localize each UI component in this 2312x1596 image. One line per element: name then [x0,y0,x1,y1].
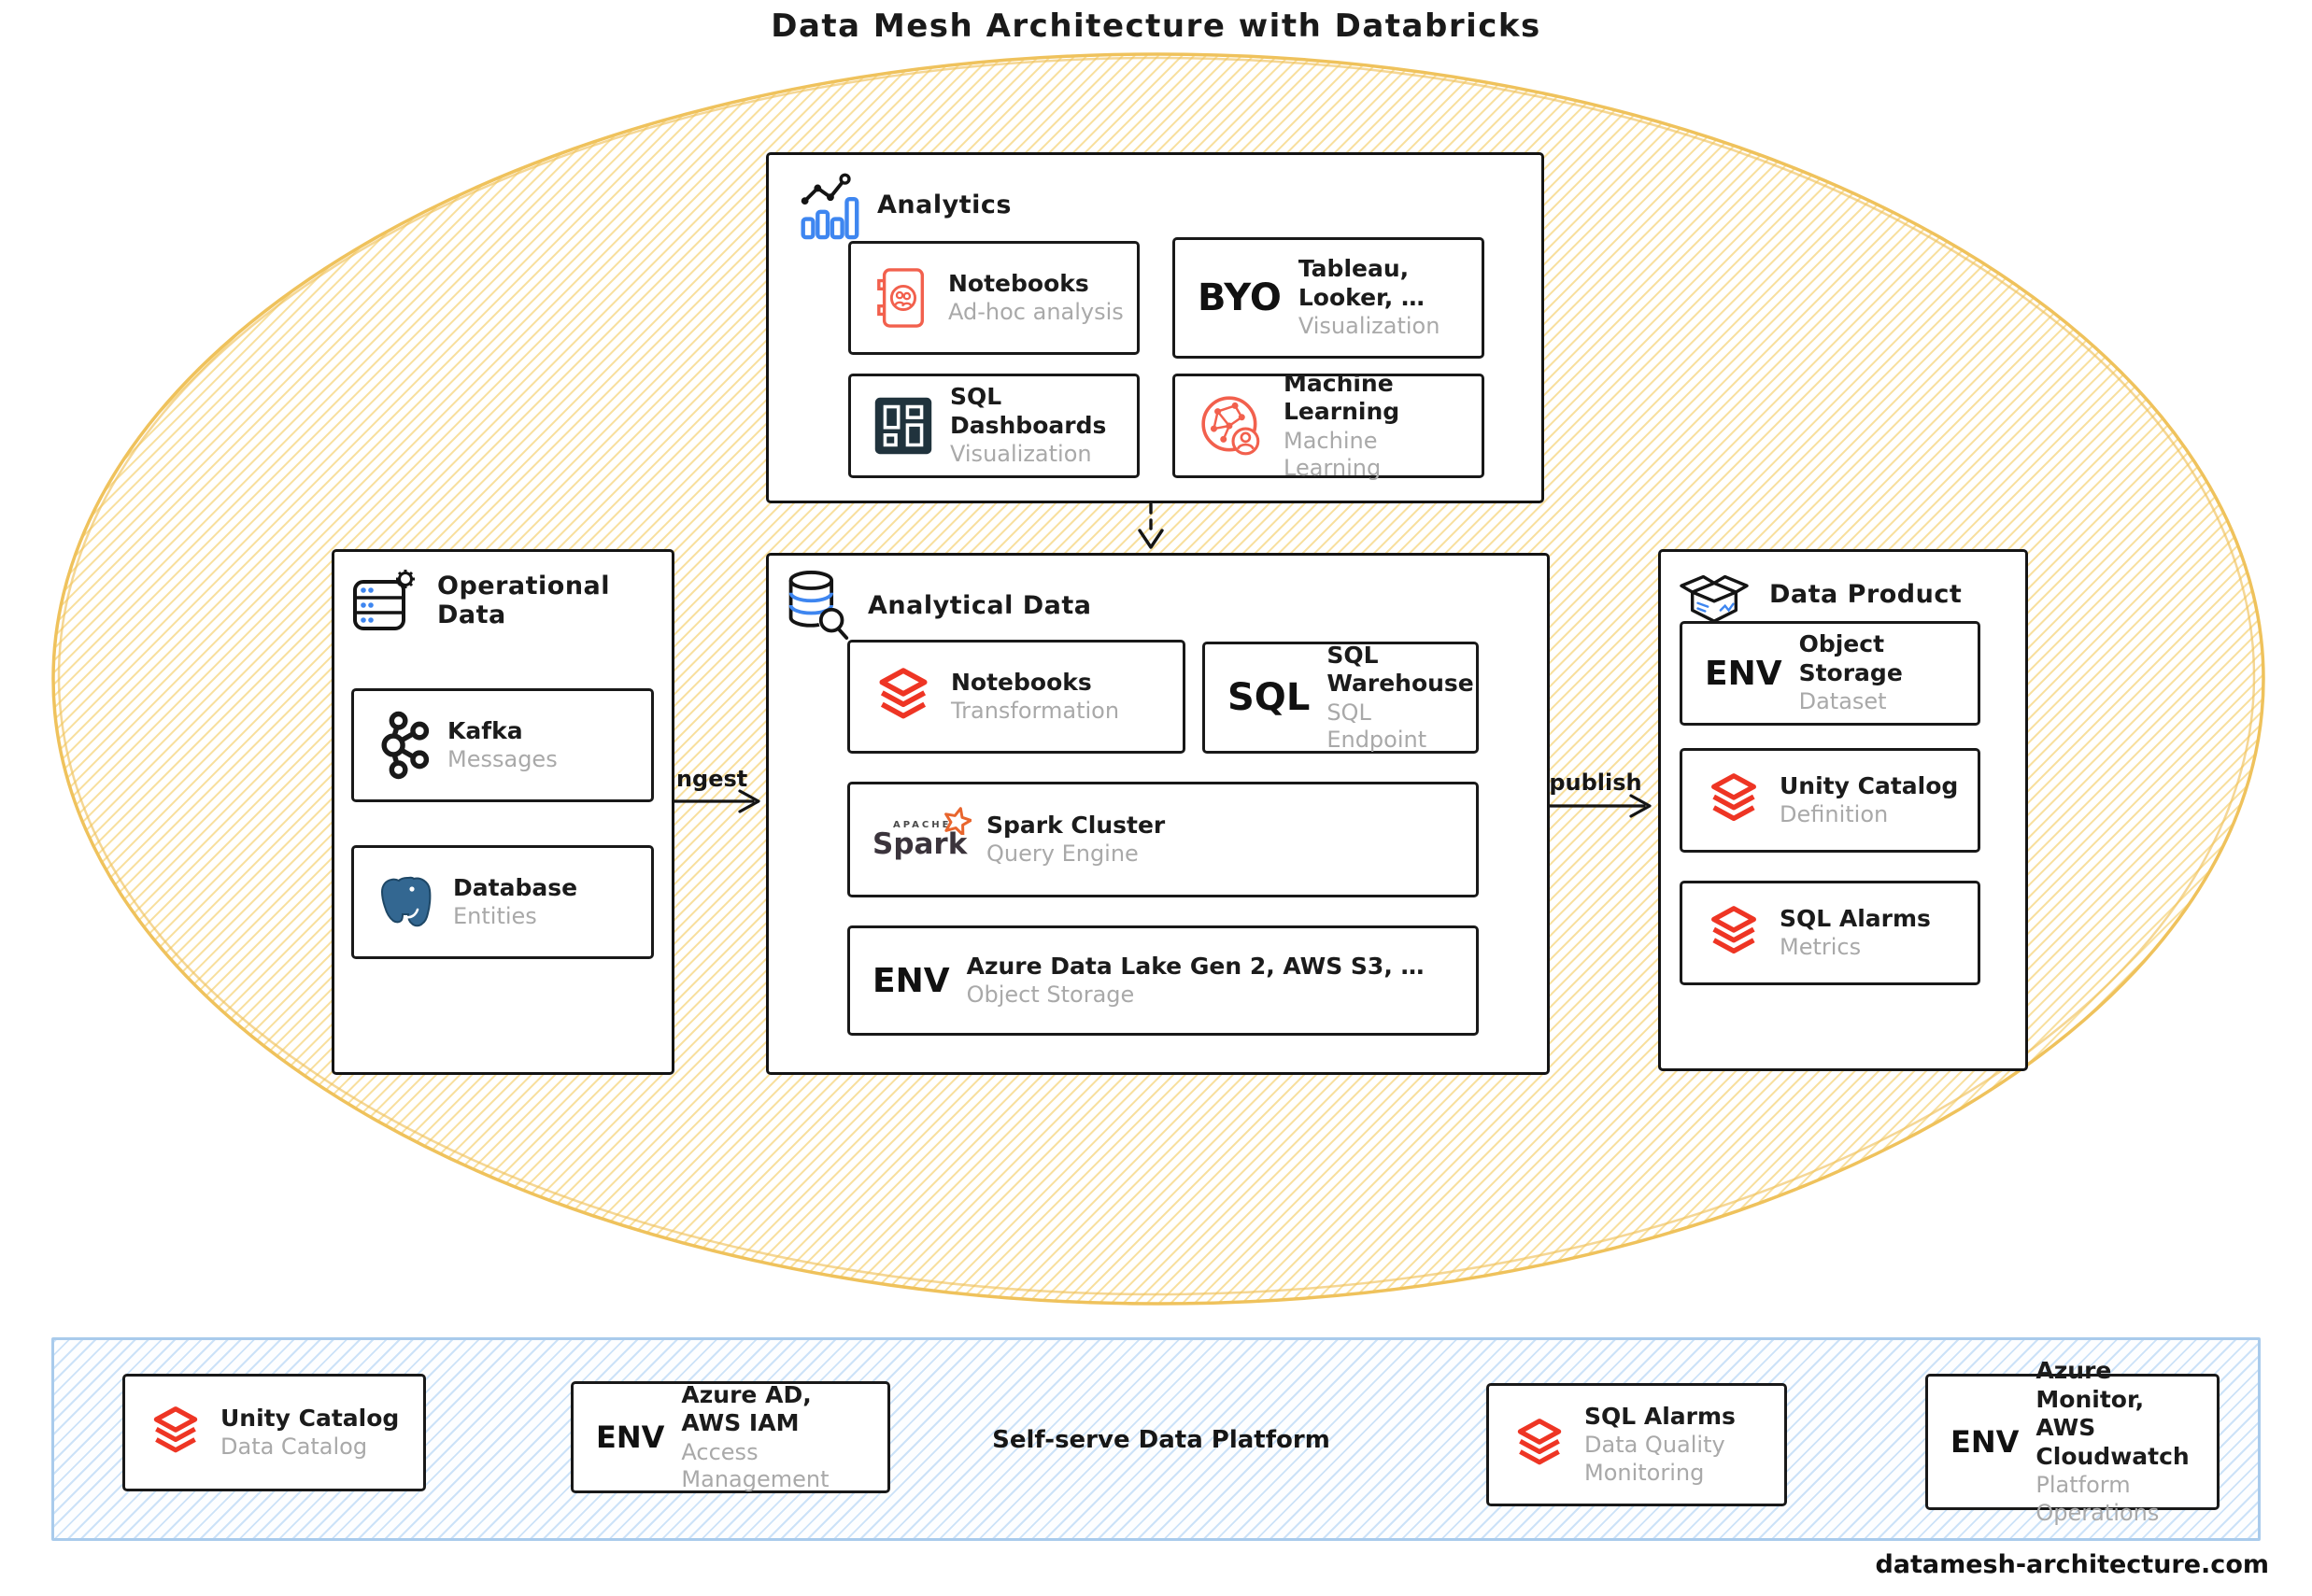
card-subtitle: Entities [453,903,537,930]
card-title: Unity Catalog [220,1404,400,1432]
env-badge: ENV [872,961,950,1000]
card-title: Notebooks [948,269,1089,297]
card-sql-warehouse: SQL SQL Warehouse SQL Endpoint [1202,642,1479,754]
card-subtitle: Visualization [950,441,1092,468]
card-subtitle: Query Engine [986,840,1139,868]
card-machine-learning: Machine Learning Machine Learning [1172,370,1484,481]
card-title: SQL Dashboards [950,383,1107,439]
databricks-icon [148,1405,204,1461]
databricks-icon [872,666,934,727]
data-product-group-title: Data Product [1769,579,1963,609]
card-title: Object Storage [1798,630,1903,686]
card-sql-dashboards: SQL Dashboards Visualization [848,374,1140,478]
card-subtitle: Definition [1780,801,1889,828]
card-title: Database [453,873,578,901]
bar-chart-icon [797,168,860,241]
card-title: SQL Alarms [1780,904,1931,932]
card-title: Machine Learning [1284,369,1400,426]
notebook-icon [873,264,931,332]
database-search-icon [784,567,851,643]
card-title: SQL Warehouse [1326,641,1474,698]
card-title: Unity Catalog [1780,771,1959,799]
analytics-group-title: Analytics [877,190,1012,219]
card-title: Azure Monitor, AWS Cloudwatch [2035,1357,2190,1470]
operational-data-group-box: Operational Data [332,549,674,1075]
card-title: Azure Data Lake Gen 2, AWS S3, … [966,952,1425,980]
card-notebooks-adhoc: Notebooks Ad-hoc analysis [848,241,1140,355]
env-badge: ENV [596,1419,665,1455]
databricks-icon [1511,1417,1567,1473]
card-subtitle: Data Catalog [220,1434,368,1461]
card-subtitle: Object Storage [966,982,1135,1009]
card-title: Tableau, Looker, … [1298,255,1425,311]
card-sql-alarms-metrics: SQL Alarms Metrics [1680,881,1980,985]
databricks-icon [1705,904,1763,962]
postgresql-icon [376,872,436,932]
card-subtitle: Access Management [681,1438,830,1492]
card-title: Spark Cluster [986,811,1166,839]
spark-name-label: Spark [872,827,968,861]
kafka-icon [376,710,431,781]
card-subtitle: Machine Learning [1284,427,1382,481]
ingest-arrow-label: ingest [668,766,748,792]
card-access-management: ENV Azure AD, AWS IAM Access Management [571,1381,890,1493]
card-subtitle: Ad-hoc analysis [948,299,1124,326]
self-serve-platform-label: Self-serve Data Platform [992,1426,1330,1454]
card-title: Notebooks [951,668,1092,696]
env-badge: ENV [1950,1424,2020,1460]
card-title: Kafka [447,716,523,744]
card-kafka: Kafka Messages [351,688,654,802]
ingest-arrow [669,789,760,813]
card-subtitle: Metrics [1780,934,1862,961]
card-unity-catalog-data-catalog: Unity Catalog Data Catalog [122,1374,426,1491]
data-product-group-box: Data Product ENV Object Storage Dataset [1658,549,2028,1071]
card-subtitle: Messages [447,746,558,773]
card-subtitle: Platform Operations [2035,1472,2160,1526]
spark-star-icon [944,807,972,835]
self-serve-platform-band: Unity Catalog Data Catalog ENV Azure AD,… [51,1337,2261,1541]
card-byo-visualization: BYO Tableau, Looker, … Visualization [1172,237,1484,359]
machine-learning-icon [1198,391,1267,460]
card-subtitle: Visualization [1298,313,1440,340]
sql-badge: SQL [1227,676,1311,719]
spark-apache-label: APACHE [893,820,952,830]
server-gear-icon [349,567,420,634]
card-subtitle: Transformation [951,698,1120,725]
gear-icon [396,570,415,588]
card-database: Database Entities [351,845,654,959]
sql-dashboards-icon [873,396,933,456]
card-platform-operations: ENV Azure Monitor, AWS Cloudwatch Platfo… [1925,1357,2220,1526]
analytics-to-analytical-arrow [1138,502,1164,549]
card-subtitle: SQL Endpoint [1326,699,1427,753]
apache-spark-logo: APACHE Spark [872,807,972,861]
publish-arrow [1545,794,1652,818]
card-unity-catalog-definition: Unity Catalog Definition [1680,748,1980,853]
card-subtitle: Dataset [1798,688,1887,715]
website-link[interactable]: datamesh-architecture.com [1875,1550,2269,1579]
page-title: Data Mesh Architecture with Databricks [771,7,1541,45]
mesh-boundary-ellipse-sketch [57,56,2256,1296]
env-badge: ENV [1705,654,1782,693]
card-spark-cluster: APACHE Spark Spark Cluster Query Engine [847,782,1479,897]
byo-badge: BYO [1198,276,1282,319]
card-notebooks-transformation: Notebooks Transformation [847,640,1185,754]
operational-data-group-title: Operational Data [437,572,611,629]
card-title: SQL Alarms [1584,1402,1736,1430]
analytical-data-group-box: Analytical Data Notebooks Transformation… [766,553,1550,1075]
analytics-group-box: Analytics Notebooks Ad-hoc analysis BYO [766,152,1544,503]
card-sql-alarms-data-quality: SQL Alarms Data Quality Monitoring [1486,1383,1787,1506]
analytical-data-group-title: Analytical Data [868,590,1092,620]
databricks-icon [1705,771,1763,829]
card-title: Azure AD, AWS IAM [681,1380,812,1437]
card-object-storage-dataset: ENV Object Storage Dataset [1680,621,1980,726]
card-subtitle: Data Quality Monitoring [1584,1432,1725,1486]
publish-arrow-label: publish [1549,770,1642,796]
open-box-icon [1676,561,1752,627]
card-object-storage-lake: ENV Azure Data Lake Gen 2, AWS S3, … Obj… [847,925,1479,1036]
